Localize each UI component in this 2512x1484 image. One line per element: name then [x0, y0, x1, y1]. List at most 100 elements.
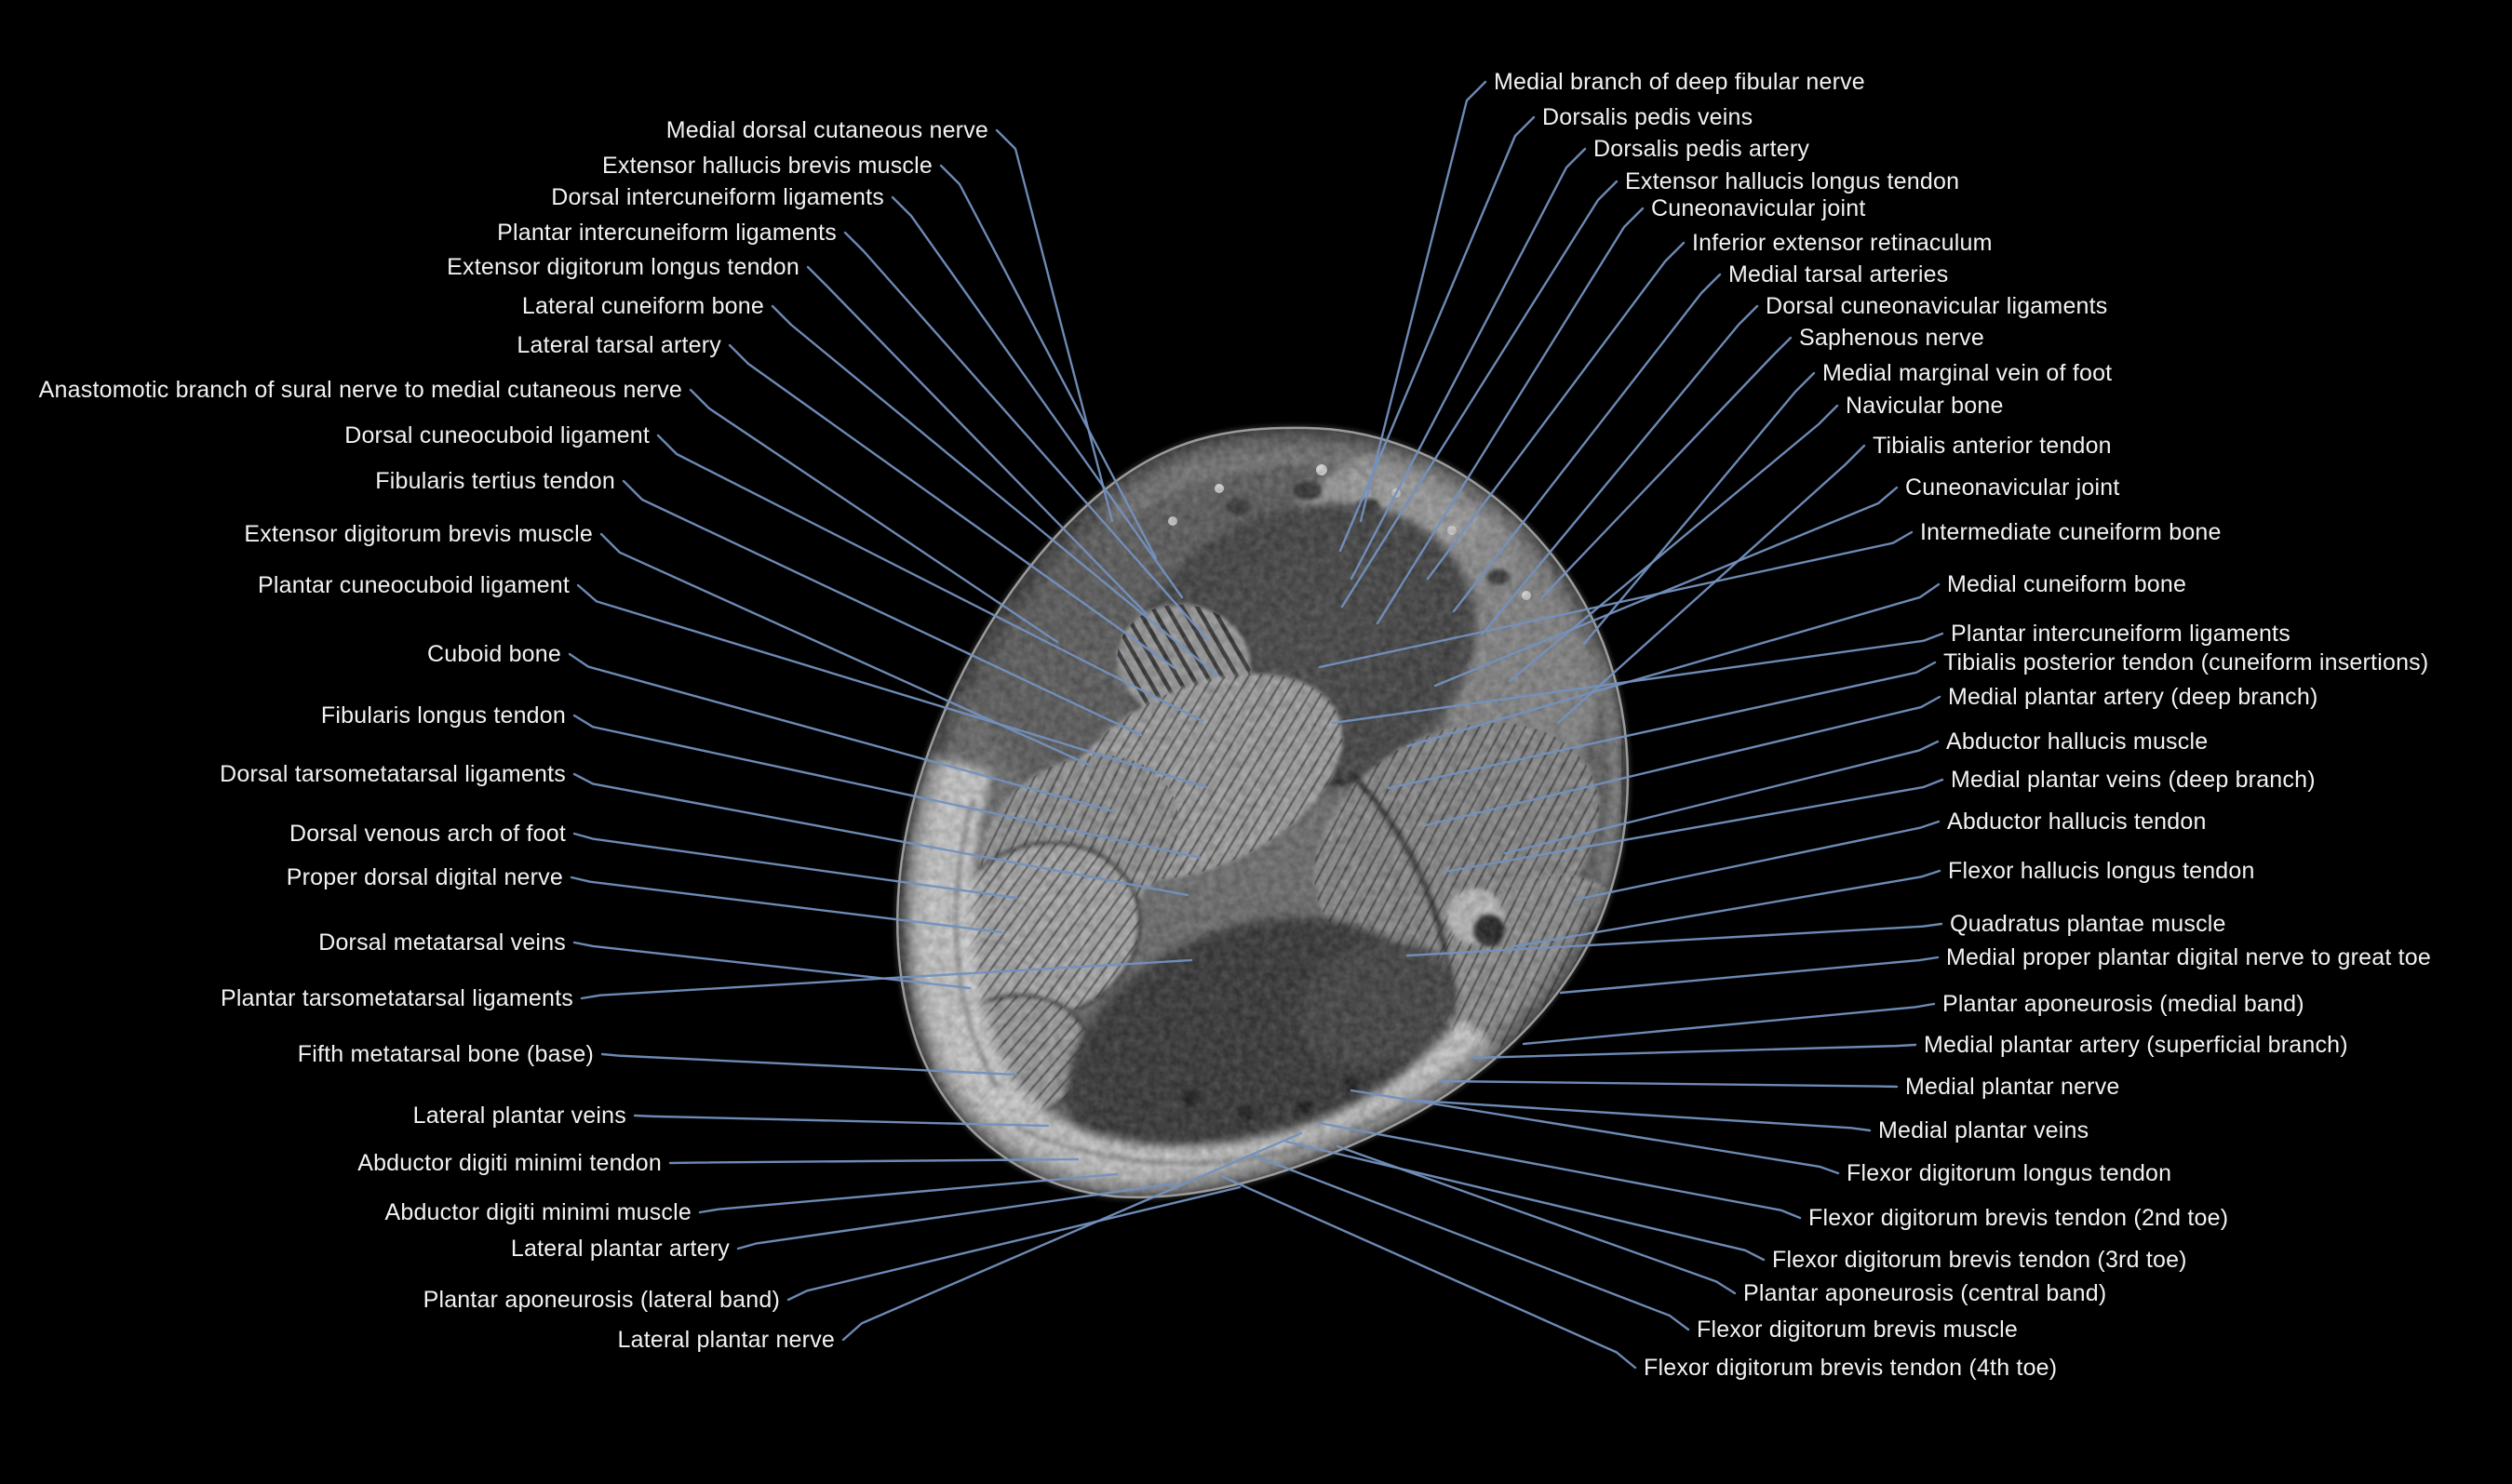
anatomy-label: Plantar aponeurosis (medial band) [1942, 991, 2304, 1017]
anatomy-label: Medial dorsal cutaneous nerve [665, 117, 988, 143]
leader-line [599, 532, 1091, 767]
anatomy-label: Dorsal metatarsal veins [318, 929, 566, 956]
anatomy-label: Fibularis longus tendon [320, 702, 566, 729]
anatomy-label: Medial proper plantar digital nerve to g… [1946, 944, 2432, 970]
leader-line [568, 652, 1115, 813]
leader-line [1219, 1174, 1637, 1370]
leader-line [656, 434, 1204, 723]
anatomy-label: Medial plantar veins [1878, 1117, 2089, 1143]
leader-line [1540, 336, 1793, 599]
leader-line [1405, 922, 1943, 957]
leader-line [1438, 1079, 1899, 1089]
leader-line [633, 1114, 1050, 1128]
leader-line [1331, 632, 1944, 725]
anatomy-label: Dorsalis pedis veins [1542, 104, 1753, 130]
anatomy-label: Lateral plantar artery [510, 1236, 730, 1262]
anatomy-label: Medial cuneiform bone [1947, 571, 2187, 597]
leader-lines [568, 80, 1944, 1370]
anatomy-label: Saphenous nerve [1799, 325, 1984, 351]
leader-line [1480, 304, 1759, 636]
anatomy-label: Quadratus plantae muscle [1950, 911, 2226, 937]
leader-line [1317, 1121, 1802, 1220]
leader-line [1350, 147, 1587, 581]
leader-line [1387, 661, 1937, 790]
leader-line [939, 164, 1158, 560]
anatomy-label: Abductor digiti minimi muscle [384, 1199, 692, 1225]
leader-line [572, 941, 972, 990]
leader-line [1338, 115, 1536, 553]
leader-line [600, 1052, 1018, 1076]
leader-line [1401, 1098, 1872, 1132]
anatomy-label: Fibularis tertius tendon [375, 468, 615, 494]
leader-line [689, 388, 1059, 644]
anatomy-label: Lateral plantar veins [412, 1103, 626, 1129]
anatomy-label: Medial plantar artery (superficial branc… [1924, 1032, 2348, 1058]
anatomy-label: Medial plantar nerve [1905, 1074, 2120, 1100]
leader-line [995, 128, 1114, 523]
anatomy-label: Flexor digitorum brevis tendon (4th toe) [1644, 1355, 2058, 1381]
anatomy-label: Medial plantar veins (deep branch) [1951, 767, 2316, 793]
leader-line [1376, 207, 1645, 625]
leader-line [1471, 1043, 1917, 1060]
anatomy-label: Cuboid bone [427, 641, 561, 667]
leader-line [1424, 695, 1941, 827]
anatomy-label: Plantar aponeurosis (lateral band) [423, 1287, 780, 1313]
leader-line [806, 265, 1149, 616]
leader-line [1284, 1140, 1766, 1262]
leader-line [843, 231, 1210, 642]
anatomy-label: Extensor digitorum longus tendon [447, 254, 799, 280]
anatomy-label: Inferior extensor retinaculum [1692, 230, 1993, 256]
leader-line [1336, 1144, 1737, 1295]
anatomy-label: Extensor digitorum brevis muscle [244, 521, 593, 547]
leader-line [1359, 80, 1487, 523]
anatomy-label: Tibialis anterior tendon [1873, 433, 2112, 459]
anatomy-label: Dorsal venous arch of foot [289, 821, 566, 847]
leader-line [1556, 444, 1866, 725]
anatomy-label: Medial marginal vein of foot [1822, 360, 2113, 386]
anatomy-label: Lateral tarsal artery [517, 332, 721, 358]
leader-line [622, 479, 1143, 737]
anatomy-label: Tibialis posterior tendon (cuneiform ins… [1943, 649, 2429, 675]
leader-line [891, 195, 1184, 599]
leader-line [841, 1131, 1303, 1342]
anatomy-label: Abductor digiti minimi tendon [357, 1150, 662, 1176]
leader-line [1350, 1089, 1840, 1175]
anatomy-label: Extensor hallucis longus tendon [1625, 168, 1960, 194]
anatomy-label: Lateral plantar nerve [617, 1327, 835, 1353]
anatomy-label: Extensor hallucis brevis muscle [602, 153, 933, 179]
leader-line [570, 876, 1003, 934]
anatomy-label: Cuneonavicular joint [1651, 195, 1866, 221]
anatomy-label: Medial branch of deep fibular nerve [1494, 69, 1865, 95]
leader-line [1522, 1002, 1936, 1046]
anatomy-label: Flexor digitorum brevis tendon (2nd toe) [1808, 1205, 2229, 1231]
leader-line [668, 1157, 1080, 1165]
leader-line [736, 1182, 1176, 1250]
anatomy-label: Abductor hallucis tendon [1947, 809, 2207, 835]
anatomy-label: Flexor digitorum brevis tendon (3rd toe) [1772, 1247, 2187, 1273]
anatomy-label: Flexor digitorum longus tendon [1847, 1160, 2172, 1186]
anatomy-label: Flexor hallucis longus tendon [1948, 858, 2255, 884]
leader-line [1443, 778, 1944, 874]
anatomy-label: Dorsal cuneonavicular ligaments [1766, 293, 2108, 319]
leader-line [1503, 740, 1940, 855]
anatomy-label: Dorsal cuneocuboid ligament [344, 422, 650, 448]
anatomy-label: Flexor digitorum brevis muscle [1697, 1317, 2018, 1343]
skin-outline-bright [896, 426, 1630, 1199]
anatomy-label: Plantar tarsometatarsal ligaments [221, 985, 573, 1011]
leader-line [1318, 530, 1914, 669]
leader-line [1405, 582, 1941, 748]
anatomy-label: Dorsal tarsometatarsal ligaments [220, 761, 566, 787]
anatomy-label: Dorsalis pedis artery [1593, 136, 1810, 162]
leader-line [572, 714, 1202, 860]
anatomy-label: Anastomotic branch of sural nerve to med… [38, 377, 682, 403]
anatomy-label: Dorsal intercuneiform ligaments [551, 184, 884, 210]
anatomy-label: Intermediate cuneiform bone [1920, 519, 2222, 545]
anatomy-label: Abductor hallucis muscle [1946, 729, 2209, 755]
anatomy-label: Medial plantar artery (deep branch) [1948, 684, 2318, 710]
leader-line [786, 1185, 1242, 1302]
leader-line [1426, 241, 1686, 581]
leader-line [1559, 956, 1940, 995]
leader-line [1573, 820, 1941, 902]
